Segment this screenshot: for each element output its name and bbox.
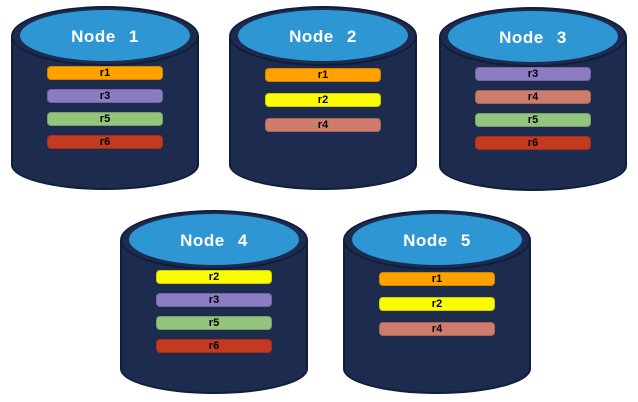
cylinder-top-face: Node 3 xyxy=(448,11,618,62)
cylinder-top-face: Node 2 xyxy=(238,10,408,61)
replica-bar-r6: r6 xyxy=(156,339,272,353)
replica-list: r3 r4 r5 r6 xyxy=(439,67,627,150)
cylinder-top-face: Node 5 xyxy=(352,214,522,265)
replica-bar-r5: r5 xyxy=(156,316,272,330)
replica-bar-r1: r1 xyxy=(379,272,495,286)
replica-bar-r4: r4 xyxy=(379,322,495,336)
replica-bar-r4: r4 xyxy=(475,90,591,104)
replica-bar-r4: r4 xyxy=(265,118,381,132)
database-node-2: Node 2 r1 r2 r4 xyxy=(229,6,417,190)
replica-bar-r2: r2 xyxy=(265,93,381,107)
node-label: Node 1 xyxy=(71,26,139,46)
replica-bar-r1: r1 xyxy=(265,68,381,82)
database-node-1: Node 1 r1 r3 r5 r6 xyxy=(11,6,199,190)
cylinder-top-face: Node 4 xyxy=(129,214,299,265)
cylinder-top-face: Node 1 xyxy=(20,10,190,61)
replica-bar-r3: r3 xyxy=(475,67,591,81)
replica-bar-r1: r1 xyxy=(47,66,163,80)
replica-bar-r5: r5 xyxy=(475,113,591,127)
replica-bar-r3: r3 xyxy=(156,293,272,307)
database-node-4: Node 4 r2 r3 r5 r6 xyxy=(120,210,308,394)
replica-bar-r2: r2 xyxy=(379,297,495,311)
replica-list: r1 r2 r4 xyxy=(343,272,531,336)
node-label: Node 2 xyxy=(289,26,357,46)
node-label: Node 5 xyxy=(403,230,471,250)
node-label: Node 3 xyxy=(499,27,567,47)
replica-list: r2 r3 r5 r6 xyxy=(120,270,308,353)
replica-list: r1 r2 r4 xyxy=(229,68,417,132)
replica-bar-r5: r5 xyxy=(47,112,163,126)
replica-bar-r3: r3 xyxy=(47,89,163,103)
replica-bar-r6: r6 xyxy=(475,136,591,150)
replica-bar-r2: r2 xyxy=(156,270,272,284)
replica-bar-r6: r6 xyxy=(47,135,163,149)
replica-list: r1 r3 r5 r6 xyxy=(11,66,199,149)
node-label: Node 4 xyxy=(180,230,248,250)
database-node-3: Node 3 r3 r4 r5 r6 xyxy=(439,7,627,191)
database-node-5: Node 5 r1 r2 r4 xyxy=(343,210,531,394)
